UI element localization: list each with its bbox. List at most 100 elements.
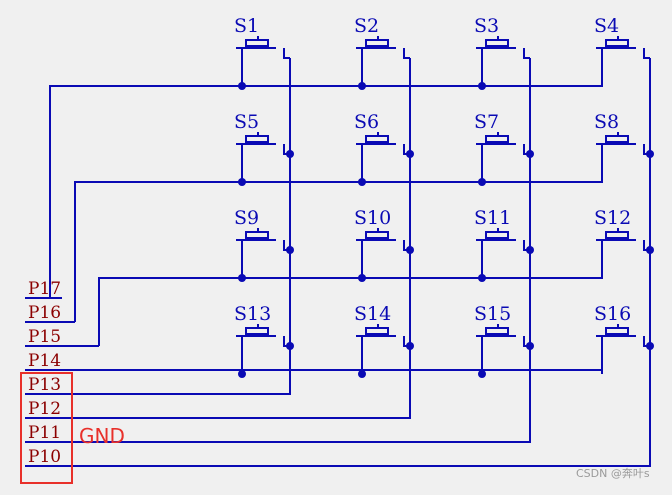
row-junction-dot	[478, 370, 486, 378]
pin-p16-label: P16	[28, 303, 61, 323]
row-junction-dot	[478, 274, 486, 282]
switch-button	[365, 39, 389, 47]
row-junction-dot	[238, 82, 246, 90]
switch-label: S6	[354, 111, 379, 133]
column-line-4	[30, 58, 651, 467]
gnd-label: GND	[79, 424, 125, 448]
switch-label: S5	[234, 111, 259, 133]
switch-label: S2	[354, 15, 379, 37]
switch-leg-right	[523, 48, 530, 59]
column-junction-dot	[526, 246, 534, 254]
pin-p12-label: P12	[28, 399, 61, 419]
switch-s13: S13	[234, 303, 276, 337]
switch-label: S1	[234, 15, 259, 37]
switch-button	[245, 135, 269, 143]
switch-s16: S16	[594, 303, 636, 337]
row-bus-1	[49, 48, 603, 298]
switch-button	[605, 327, 629, 335]
row-junction-dot	[238, 274, 246, 282]
column-junction-dot	[406, 246, 414, 254]
switch-button	[605, 135, 629, 143]
row-junction-dot	[238, 370, 246, 378]
column-junction-dot	[406, 150, 414, 158]
switch-button	[485, 327, 509, 335]
switch-s11: S11	[474, 207, 516, 241]
switch-button	[485, 39, 509, 47]
switch-s7: S7	[474, 111, 516, 145]
pin-p10-label: P10	[28, 447, 61, 467]
switch-s10: S10	[354, 207, 396, 241]
switch-s5: S5	[234, 111, 276, 145]
switch-leg-right	[643, 48, 650, 59]
column-junction-dot	[286, 246, 294, 254]
switch-s14: S14	[354, 303, 396, 337]
switch-leg-right	[283, 48, 290, 59]
switch-s4: S4	[594, 15, 636, 49]
switch-label: S15	[474, 303, 511, 325]
column-junction-dot	[406, 342, 414, 350]
pin-p15-label: P15	[28, 327, 61, 347]
row-bus-3	[98, 240, 603, 346]
column-junction-dot	[646, 150, 654, 158]
row-junction-dot	[358, 274, 366, 282]
switch-label: S8	[594, 111, 619, 133]
column-junction-dot	[646, 342, 654, 350]
switch-label: S7	[474, 111, 499, 133]
switch-button	[245, 231, 269, 239]
switch-button	[245, 39, 269, 47]
row-junction-dot	[358, 178, 366, 186]
column-junction-dot	[526, 342, 534, 350]
switch-s2: S2	[354, 15, 396, 49]
switch-label: S4	[594, 15, 619, 37]
switch-label: S3	[474, 15, 499, 37]
column-junction-dot	[286, 150, 294, 158]
switch-label: S10	[354, 207, 391, 229]
row-junction-dot	[478, 82, 486, 90]
switch-button	[485, 135, 509, 143]
pin-p13-label: P13	[28, 375, 61, 395]
pin-p14-label: P14	[28, 351, 61, 371]
switch-label: S12	[594, 207, 631, 229]
pin-p11-label: P11	[28, 423, 61, 443]
switch-leg-right	[403, 48, 410, 59]
switch-button	[605, 39, 629, 47]
row-junction-dot	[238, 178, 246, 186]
switch-s15: S15	[474, 303, 516, 337]
switch-button	[605, 231, 629, 239]
column-junction-dot	[646, 246, 654, 254]
wires	[30, 48, 654, 467]
switch-button	[365, 135, 389, 143]
column-junction-dot	[286, 342, 294, 350]
switch-label: S13	[234, 303, 271, 325]
switch-s3: S3	[474, 15, 516, 49]
column-line-3	[30, 58, 531, 443]
switch-label: S11	[474, 207, 511, 229]
switch-s1: S1	[234, 15, 276, 49]
column-line-1	[30, 58, 291, 395]
switch-button	[485, 231, 509, 239]
switch-label: S9	[234, 207, 259, 229]
switch-label: S16	[594, 303, 631, 325]
column-line-2	[30, 58, 411, 419]
switch-button	[365, 231, 389, 239]
switch-button	[365, 327, 389, 335]
switch-s9: S9	[234, 207, 276, 241]
watermark: CSDN @奔叶s	[576, 467, 650, 480]
column-junction-dot	[526, 150, 534, 158]
switch-button	[245, 327, 269, 335]
switch-s6: S6	[354, 111, 396, 145]
gnd-highlight-box	[20, 372, 73, 484]
row-bus-4	[30, 336, 603, 371]
row-junction-dot	[358, 370, 366, 378]
row-junction-dot	[478, 178, 486, 186]
switch-s12: S12	[594, 207, 636, 241]
row-bus-2	[74, 144, 603, 322]
row-junction-dot	[358, 82, 366, 90]
switch-label: S14	[354, 303, 391, 325]
switch-s8: S8	[594, 111, 636, 145]
pin-p17-label: P17	[28, 279, 61, 299]
